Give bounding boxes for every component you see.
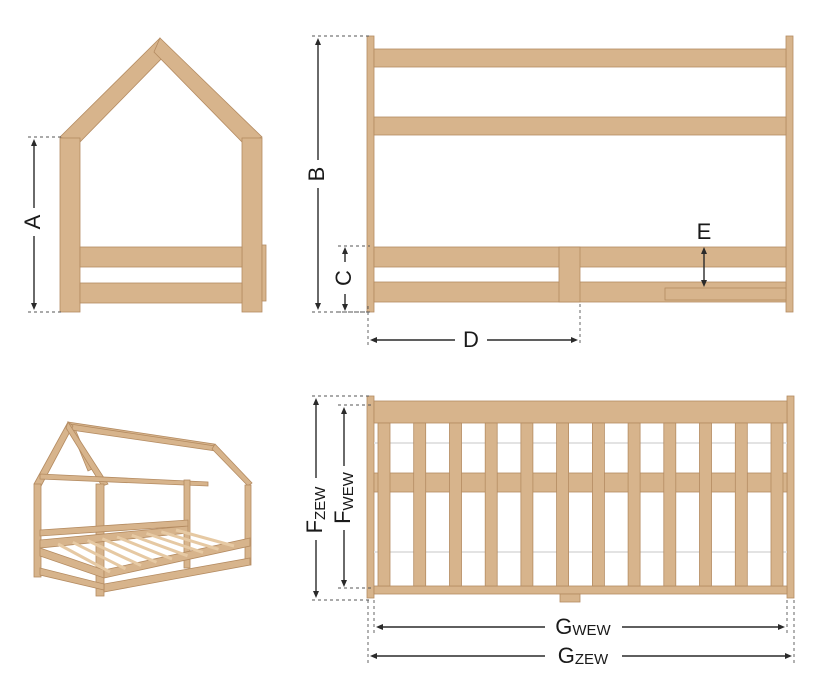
label-b: B bbox=[304, 167, 329, 182]
top-slat bbox=[556, 422, 569, 587]
perspective-slat bbox=[160, 530, 219, 551]
left-post bbox=[59, 137, 81, 313]
top-slat bbox=[520, 422, 534, 587]
label-c: C bbox=[331, 270, 356, 286]
top-slat bbox=[770, 422, 784, 587]
dimension-a: A bbox=[20, 136, 64, 313]
dimension-g-zew: GZEW bbox=[367, 600, 795, 668]
label-g-zew: GZEW bbox=[558, 643, 609, 668]
label-g-wew: GWEW bbox=[555, 614, 611, 639]
perspective-bed-view bbox=[33, 421, 253, 597]
dimension-f-zew: FZEW bbox=[302, 395, 370, 601]
eave-rail bbox=[39, 473, 209, 487]
top-slat bbox=[734, 422, 748, 587]
top-slat bbox=[484, 422, 498, 587]
top-center-tab bbox=[559, 593, 581, 603]
label-e: E bbox=[697, 219, 712, 244]
top-slat bbox=[413, 422, 427, 587]
side-center-post bbox=[558, 246, 581, 303]
top-slat bbox=[699, 422, 712, 587]
dimension-g-wew: GWEW bbox=[373, 600, 788, 639]
guard-rail bbox=[39, 519, 189, 537]
side-top-rail bbox=[373, 48, 787, 68]
top-view-slats bbox=[374, 422, 787, 587]
roof-left-board bbox=[59, 37, 169, 145]
side-left-post bbox=[366, 35, 375, 313]
side-right-post bbox=[785, 35, 794, 313]
top-slat bbox=[449, 422, 462, 587]
top-slat bbox=[377, 422, 391, 587]
lower-rail bbox=[79, 282, 243, 304]
top-long-rail-bottom bbox=[373, 585, 788, 595]
dimension-e: E bbox=[697, 219, 712, 287]
top-view-frame bbox=[366, 395, 795, 603]
label-a: A bbox=[20, 214, 45, 229]
ridge-beam bbox=[69, 423, 217, 452]
perspective-slat bbox=[72, 540, 127, 571]
perspective-slat bbox=[131, 533, 189, 558]
perspective-slat bbox=[101, 537, 158, 564]
right-post bbox=[241, 137, 263, 313]
top-slat bbox=[663, 422, 677, 587]
top-left-end bbox=[366, 395, 375, 599]
top-slat bbox=[592, 422, 605, 587]
roof-right-board bbox=[153, 37, 263, 145]
dimension-c: C bbox=[331, 245, 370, 313]
dimension-d: D bbox=[367, 304, 581, 352]
dimension-b: B bbox=[304, 35, 370, 313]
dimension-f-wew: FWEW bbox=[330, 404, 374, 589]
base-lower-rail bbox=[103, 557, 251, 593]
far-right-post bbox=[244, 484, 252, 566]
side-view-panel bbox=[366, 35, 794, 313]
perspective-slat bbox=[116, 535, 173, 561]
back-roof-right bbox=[211, 443, 253, 487]
perspective-slat bbox=[146, 532, 204, 554]
label-d: D bbox=[463, 327, 479, 352]
label-f-zew: FZEW bbox=[302, 486, 329, 534]
side-middle-rail bbox=[373, 116, 787, 136]
side-slat-strip bbox=[664, 287, 787, 301]
perspective-slat bbox=[57, 542, 111, 574]
perspective-slats bbox=[57, 528, 235, 574]
upper-rail bbox=[79, 246, 243, 268]
top-long-rail-top bbox=[373, 400, 788, 424]
perspective-slat bbox=[86, 539, 142, 567]
label-f-wew: FWEW bbox=[330, 471, 357, 524]
right-post-edge bbox=[261, 244, 267, 302]
top-right-end bbox=[786, 395, 795, 599]
top-slat bbox=[627, 422, 641, 587]
top-long-rail-mid bbox=[373, 472, 788, 493]
base-left-rail bbox=[39, 567, 105, 591]
front-view-panel bbox=[59, 37, 267, 313]
perspective-slat bbox=[175, 528, 235, 548]
